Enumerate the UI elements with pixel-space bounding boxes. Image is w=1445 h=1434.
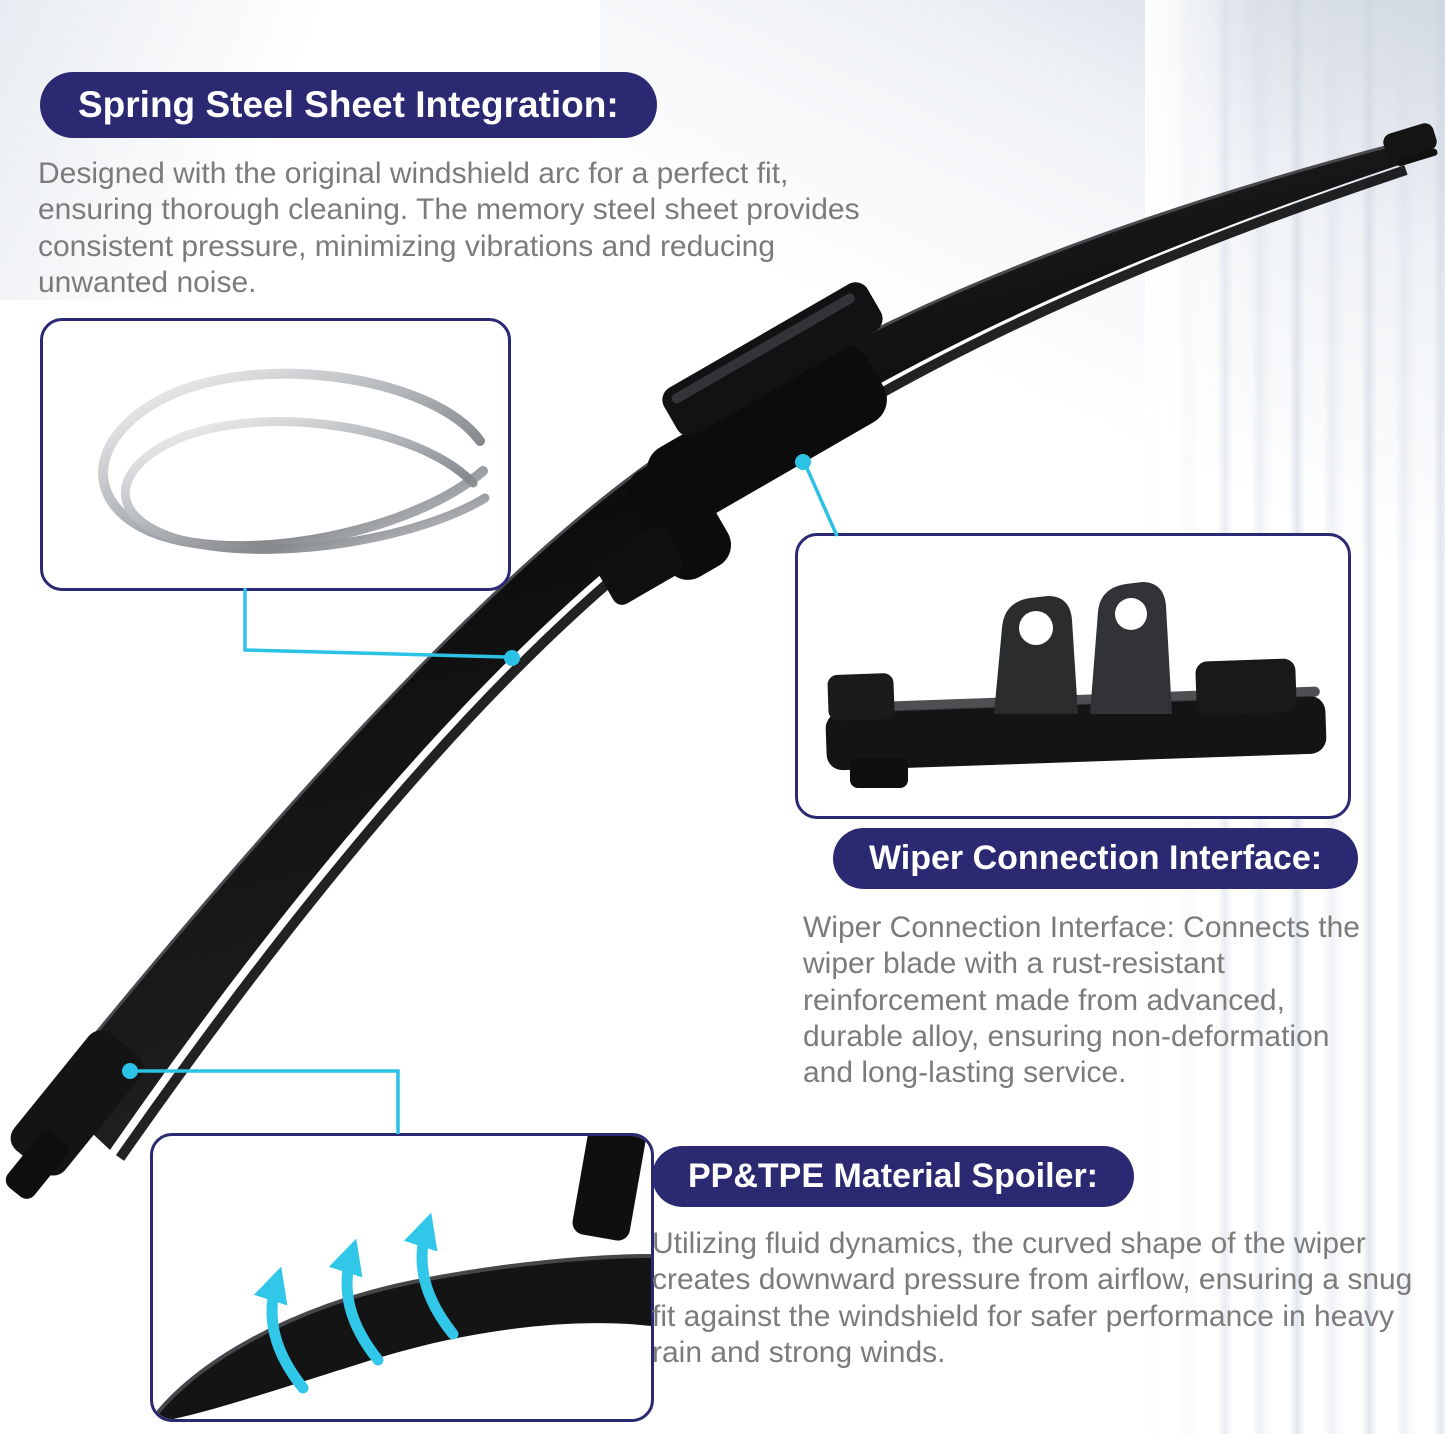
- blade-tip: [1383, 123, 1437, 161]
- spoiler-image: [153, 1136, 651, 1419]
- background-corner-sweep: [0, 0, 520, 300]
- spring-steel-title-pill: Spring Steel Sheet Integration:: [40, 72, 657, 138]
- blade-tip-rubber: [1396, 148, 1438, 167]
- spring-steel-description: Designed with the original windshield ar…: [38, 157, 860, 299]
- connection-interface-description: Wiper Connection Interface: Connects the…: [803, 911, 1360, 1090]
- spring-steel-closeup-box: [40, 318, 511, 591]
- airflow-arrows-icon: [253, 1212, 459, 1394]
- spoiler-title-pill: PP&TPE Material Spoiler:: [652, 1146, 1134, 1207]
- blade-adapter: [626, 282, 887, 580]
- spoiler-closeup-box: [150, 1133, 654, 1422]
- spring-steel-image: [98, 368, 490, 554]
- connection-interface-closeup-box: [795, 533, 1351, 819]
- blade-clip: [596, 527, 684, 605]
- connection-interface-image: [825, 582, 1327, 788]
- blade-end-tail: [5, 1131, 69, 1199]
- blade-highlight: [46, 140, 1405, 1093]
- connection-interface-title-pill: Wiper Connection Interface:: [833, 828, 1359, 889]
- spoiler-description: Utilizing fluid dynamics, the curved sha…: [652, 1227, 1413, 1369]
